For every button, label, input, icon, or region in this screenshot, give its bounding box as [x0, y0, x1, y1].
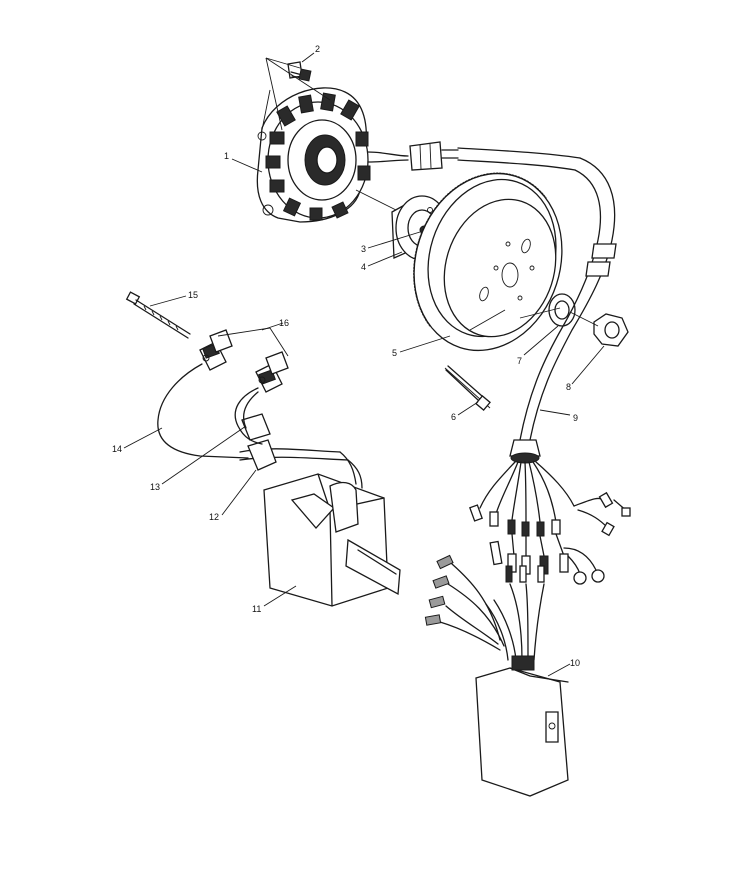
mounting-screw: [125, 291, 191, 339]
callout-7: 7: [517, 356, 522, 366]
callout-11: 11: [252, 604, 261, 614]
flywheel-bolt: [444, 365, 491, 411]
cdi-module: [424, 540, 569, 797]
stator-connector: [367, 141, 581, 171]
callout-numbers: 1 2 3 4 5 6 7 8 9 10 11 12 13 14 15 16: [112, 44, 580, 668]
callout-9: 9: [573, 413, 578, 423]
callout-4: 4: [361, 262, 366, 272]
wire-clamp: [241, 413, 277, 471]
callout-leaders: [123, 52, 605, 677]
callout-5: 5: [392, 348, 397, 358]
callout-10: 10: [570, 658, 580, 668]
callout-16: 16: [279, 318, 289, 328]
callout-6: 6: [451, 412, 456, 422]
spark-plug-wire: [157, 363, 263, 459]
callout-14: 14: [112, 444, 122, 454]
flywheel-washer: [548, 293, 576, 327]
callout-3: 3: [361, 244, 366, 254]
callout-1: 1: [224, 151, 229, 161]
callout-2: 2: [315, 44, 320, 54]
callout-8: 8: [566, 382, 571, 392]
stator-bolt: [287, 61, 312, 82]
callout-12: 12: [209, 512, 219, 522]
stator-assembly: [256, 57, 371, 223]
flywheel: [413, 172, 563, 352]
wire-harness: [469, 157, 631, 585]
ignition-coil: [239, 448, 401, 607]
flywheel-nut: [593, 313, 629, 347]
callout-13: 13: [150, 482, 160, 492]
callout-15: 15: [188, 290, 198, 300]
spark-plug-cap: [199, 327, 289, 393]
